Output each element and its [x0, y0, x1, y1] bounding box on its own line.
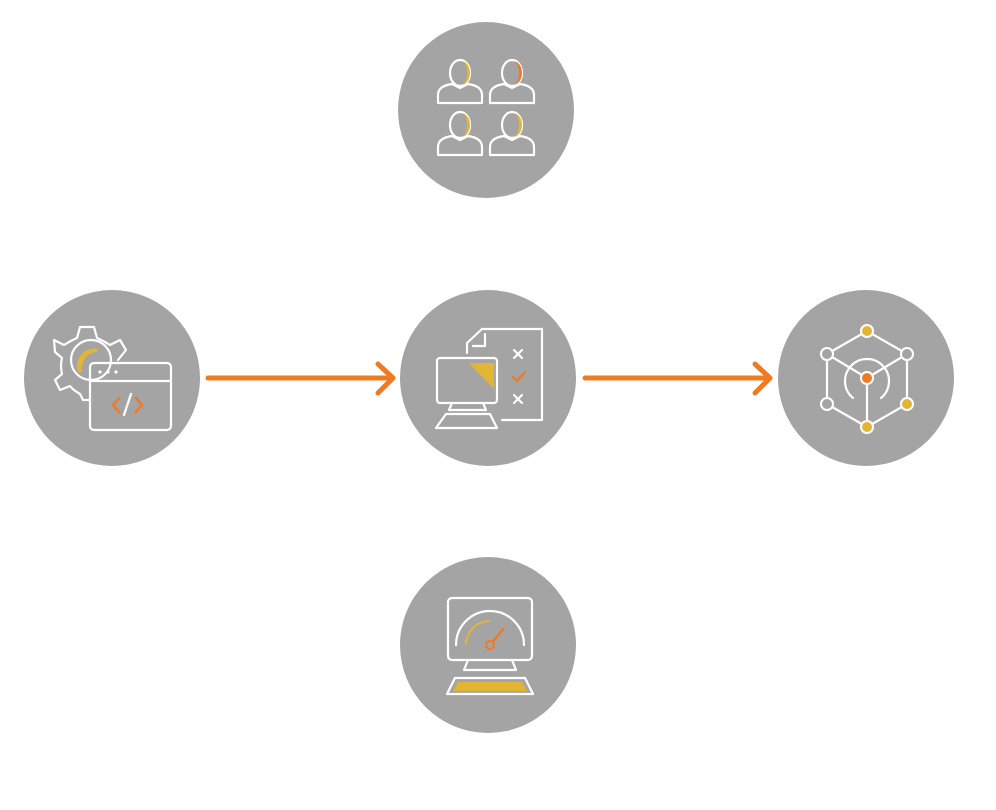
computer-checklist-icon [434, 327, 544, 430]
gear-code-window-icon [52, 325, 173, 432]
arrow-testing-to-network [582, 361, 773, 396]
team-people-icon [436, 58, 536, 157]
node-development [24, 290, 200, 466]
node-testing [400, 290, 576, 466]
node-performance [400, 557, 576, 733]
arrow-development-to-testing [205, 361, 396, 396]
network-cube-icon [820, 324, 914, 434]
node-network [778, 290, 954, 466]
performance-dashboard-icon [445, 596, 535, 696]
node-team [398, 22, 574, 198]
